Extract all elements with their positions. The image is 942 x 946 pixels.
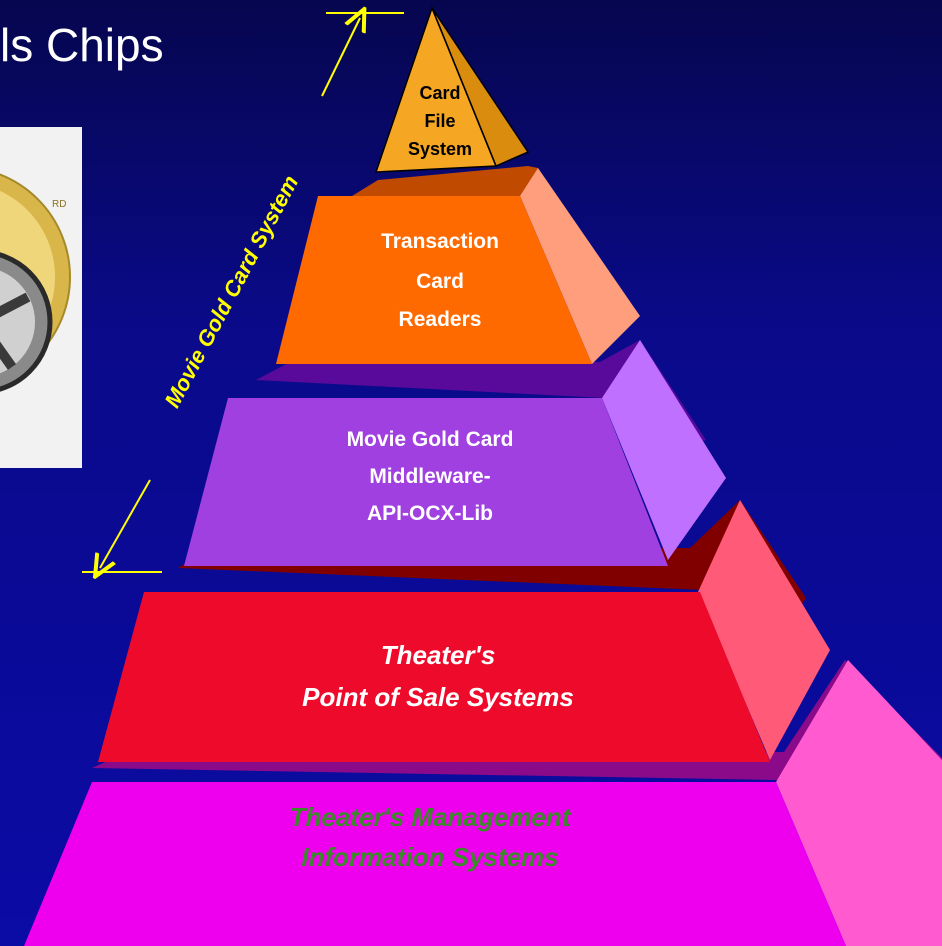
pyramid-layer-information-systems: Theater's Management Information Systems [24, 660, 942, 946]
bracket-arrow-bottom [100, 479, 151, 568]
layer-3-line-2: Middleware- [369, 465, 490, 488]
layer-5-line-1: Theater's Management [290, 802, 572, 832]
bracket-arrow-top [321, 18, 360, 97]
layer-2-line-1: Transaction [381, 230, 499, 253]
layer-4-line-2: Point of Sale Systems [302, 682, 574, 712]
layer-1-line-2: File [424, 111, 455, 131]
layer-1-line-1: Card [419, 83, 460, 103]
layer-1-line-3: System [408, 139, 472, 159]
layer-5-line-2: Information Systems [301, 842, 558, 872]
layer-4-line-1: Theater's [381, 640, 496, 670]
pyramid-layer-middleware: Movie Gold Card Middleware- API-OCX-Lib [184, 340, 726, 566]
layer-2-line-3: Readers [399, 308, 482, 331]
layer-3-line-3: API-OCX-Lib [367, 502, 493, 525]
slide-title: ls Chips [0, 19, 164, 71]
pyramid-layer-card-readers: Transaction Card Readers [276, 166, 640, 364]
layer-3-line-1: Movie Gold Card [347, 428, 514, 451]
layer-2-line-2: Card [416, 270, 464, 293]
svg-text:RD: RD [52, 199, 66, 210]
pyramid-layer-card-file-system: Card File System [374, 5, 530, 173]
movie-card-photo: RD [0, 127, 82, 468]
